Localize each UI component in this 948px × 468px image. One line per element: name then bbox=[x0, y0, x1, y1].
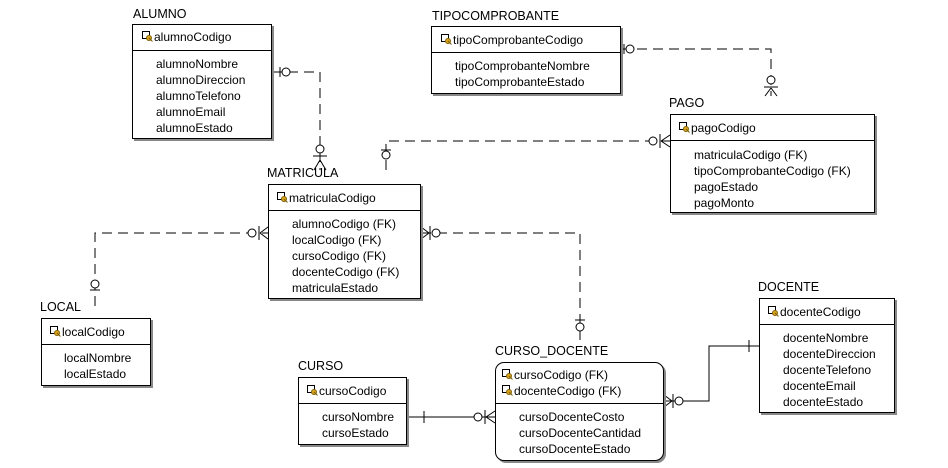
key-icon bbox=[502, 368, 513, 380]
attribute: cursoDocenteCantidad bbox=[519, 426, 642, 440]
primary-key-section: matriculaCodigo bbox=[269, 185, 420, 211]
key-icon bbox=[142, 30, 153, 42]
attribute: cursoNombre bbox=[322, 410, 395, 424]
primary-key-section: localCodigo bbox=[42, 319, 150, 345]
attribute: matriculaEstado bbox=[292, 281, 379, 295]
pk-field: localCodigo bbox=[50, 324, 125, 340]
attribute: docenteCodigo (FK) bbox=[292, 265, 400, 279]
attribute: tipoComprobanteCodigo (FK) bbox=[694, 164, 851, 178]
key-icon bbox=[502, 384, 513, 396]
entity-box: cursoCodigo cursoNombre cursoEstado bbox=[298, 377, 407, 445]
primary-key-section: alumnoCodigo bbox=[133, 25, 271, 51]
entity-box: docenteCodigo docenteNombre docenteDirec… bbox=[759, 298, 895, 413]
entity-title: MATRICULA bbox=[267, 166, 339, 180]
attribute: matriculaCodigo (FK) bbox=[694, 148, 808, 162]
attribute: docenteEmail bbox=[783, 379, 856, 393]
entity-box: cursoCodigo (FK) docenteCodigo (FK) curs… bbox=[495, 362, 664, 461]
pk-field: tipoComprobanteCodigo bbox=[441, 32, 583, 48]
primary-key-section: tipoComprobanteCodigo bbox=[432, 27, 620, 53]
attribute: docenteDireccion bbox=[783, 347, 876, 361]
rel-local-matricula bbox=[90, 226, 269, 306]
entity-title: PAGO bbox=[669, 96, 705, 110]
pk-field: cursoCodigo bbox=[307, 383, 386, 399]
attribute: alumnoEstado bbox=[156, 121, 233, 135]
entity-title: TIPOCOMPROBANTE bbox=[432, 9, 560, 23]
primary-key-section: pagoCodigo bbox=[671, 115, 874, 141]
rel-tipocomprobante-pago bbox=[621, 44, 778, 97]
attribute: docenteEstado bbox=[783, 395, 864, 409]
attribute: alumnoCodigo (FK) bbox=[292, 217, 397, 231]
rel-matricula-pago bbox=[381, 134, 671, 170]
attribute: localNombre bbox=[64, 351, 132, 365]
key-icon bbox=[679, 121, 690, 133]
attribute: cursoDocenteCosto bbox=[519, 410, 625, 424]
pk-field: docenteCodigo bbox=[768, 304, 861, 320]
attribute: localEstado bbox=[64, 367, 127, 381]
rel-alumno-matricula bbox=[272, 67, 327, 171]
entity-title: DOCENTE bbox=[758, 280, 820, 294]
key-icon bbox=[307, 384, 318, 396]
pk-field: matriculaCodigo bbox=[277, 190, 376, 206]
attribute: docenteNombre bbox=[783, 331, 869, 345]
primary-key-section: docenteCodigo bbox=[760, 299, 894, 325]
entity-box: tipoComprobanteCodigo tipoComprobanteNom… bbox=[431, 26, 621, 94]
key-icon bbox=[277, 191, 288, 203]
attribute: cursoEstado bbox=[322, 426, 389, 440]
attribute: pagoMonto bbox=[694, 196, 755, 210]
pk-field: pagoCodigo bbox=[679, 120, 756, 136]
entity-title: ALUMNO bbox=[133, 7, 187, 21]
pk-field: cursoCodigo (FK) bbox=[502, 367, 608, 383]
entity-box: matriculaCodigo alumnoCodigo (FK) localC… bbox=[268, 184, 421, 299]
attribute: alumnoNombre bbox=[156, 57, 239, 71]
attribute: alumnoTelefono bbox=[156, 89, 241, 103]
entity-title: CURSO_DOCENTE bbox=[495, 344, 609, 358]
attribute: cursoDocenteEstado bbox=[519, 442, 631, 456]
entity-box: localCodigo localNombre localEstado bbox=[41, 318, 151, 386]
primary-key-section: cursoCodigo (FK) docenteCodigo (FK) bbox=[496, 363, 663, 404]
attribute: docenteTelefono bbox=[783, 363, 872, 377]
rel-docente-cursodocente bbox=[663, 340, 759, 408]
pk-field: alumnoCodigo bbox=[142, 29, 231, 45]
primary-key-section: cursoCodigo bbox=[299, 378, 406, 404]
attribute: alumnoDireccion bbox=[156, 73, 246, 87]
key-icon bbox=[50, 325, 61, 337]
attribute: localCodigo (FK) bbox=[292, 233, 382, 247]
entity-title: CURSO bbox=[298, 359, 344, 373]
attribute: tipoComprobanteNombre bbox=[455, 59, 590, 73]
attribute: tipoComprobanteEstado bbox=[455, 75, 585, 89]
rel-cursodocente-matricula bbox=[420, 226, 585, 344]
entity-box: pagoCodigo matriculaCodigo (FK) tipoComp… bbox=[670, 114, 875, 213]
attribute: pagoEstado bbox=[694, 180, 759, 194]
key-icon bbox=[768, 305, 779, 317]
entity-title: LOCAL bbox=[40, 300, 81, 314]
pk-field: docenteCodigo (FK) bbox=[502, 383, 621, 399]
key-icon bbox=[441, 33, 452, 45]
attribute: alumnoEmail bbox=[156, 105, 226, 119]
rel-curso-cursodocente bbox=[407, 410, 496, 424]
attribute: cursoCodigo (FK) bbox=[292, 249, 387, 263]
entity-box: alumnoCodigo alumnoNombre alumnoDireccio… bbox=[132, 24, 272, 139]
